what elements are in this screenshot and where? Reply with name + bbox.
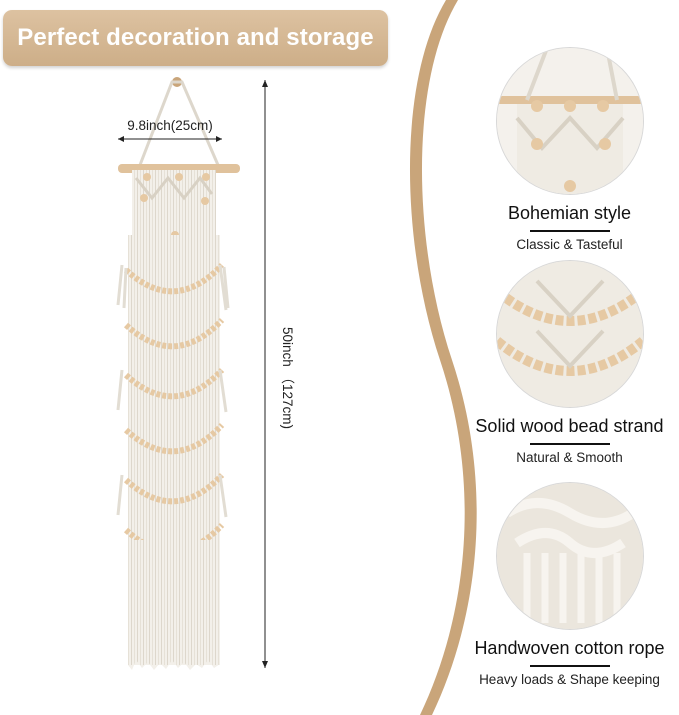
bohemian-detail-image [495, 47, 644, 195]
feature-subtitle: Natural & Smooth [516, 450, 623, 465]
feature-cotton-rope: Handwoven cotton rope Heavy loads & Shap… [460, 482, 679, 687]
height-dimension-label: 50inch （127cm) [280, 326, 295, 430]
divider [529, 230, 610, 232]
feature-bohemian-style: Bohemian style Classic & Tasteful [460, 47, 679, 252]
divider [529, 443, 610, 445]
feature-subtitle: Classic & Tasteful [516, 237, 623, 252]
cotton-rope-detail-image [495, 482, 644, 630]
banner-title: Perfect decoration and storage [3, 10, 388, 66]
feature-title: Handwoven cotton rope [474, 638, 665, 658]
wood-bead-detail-image [495, 260, 644, 408]
feature-subtitle: Heavy loads & Shape keeping [479, 672, 660, 687]
divider [529, 665, 610, 667]
feature-title: Bohemian style [507, 203, 632, 223]
feature-wood-beads: Solid wood bead strand Natural & Smooth [460, 260, 679, 465]
feature-title: Solid wood bead strand [475, 416, 664, 436]
macrame-hanging-image [116, 77, 240, 670]
width-dimension-label: 9.8inch(25cm) [127, 118, 213, 133]
